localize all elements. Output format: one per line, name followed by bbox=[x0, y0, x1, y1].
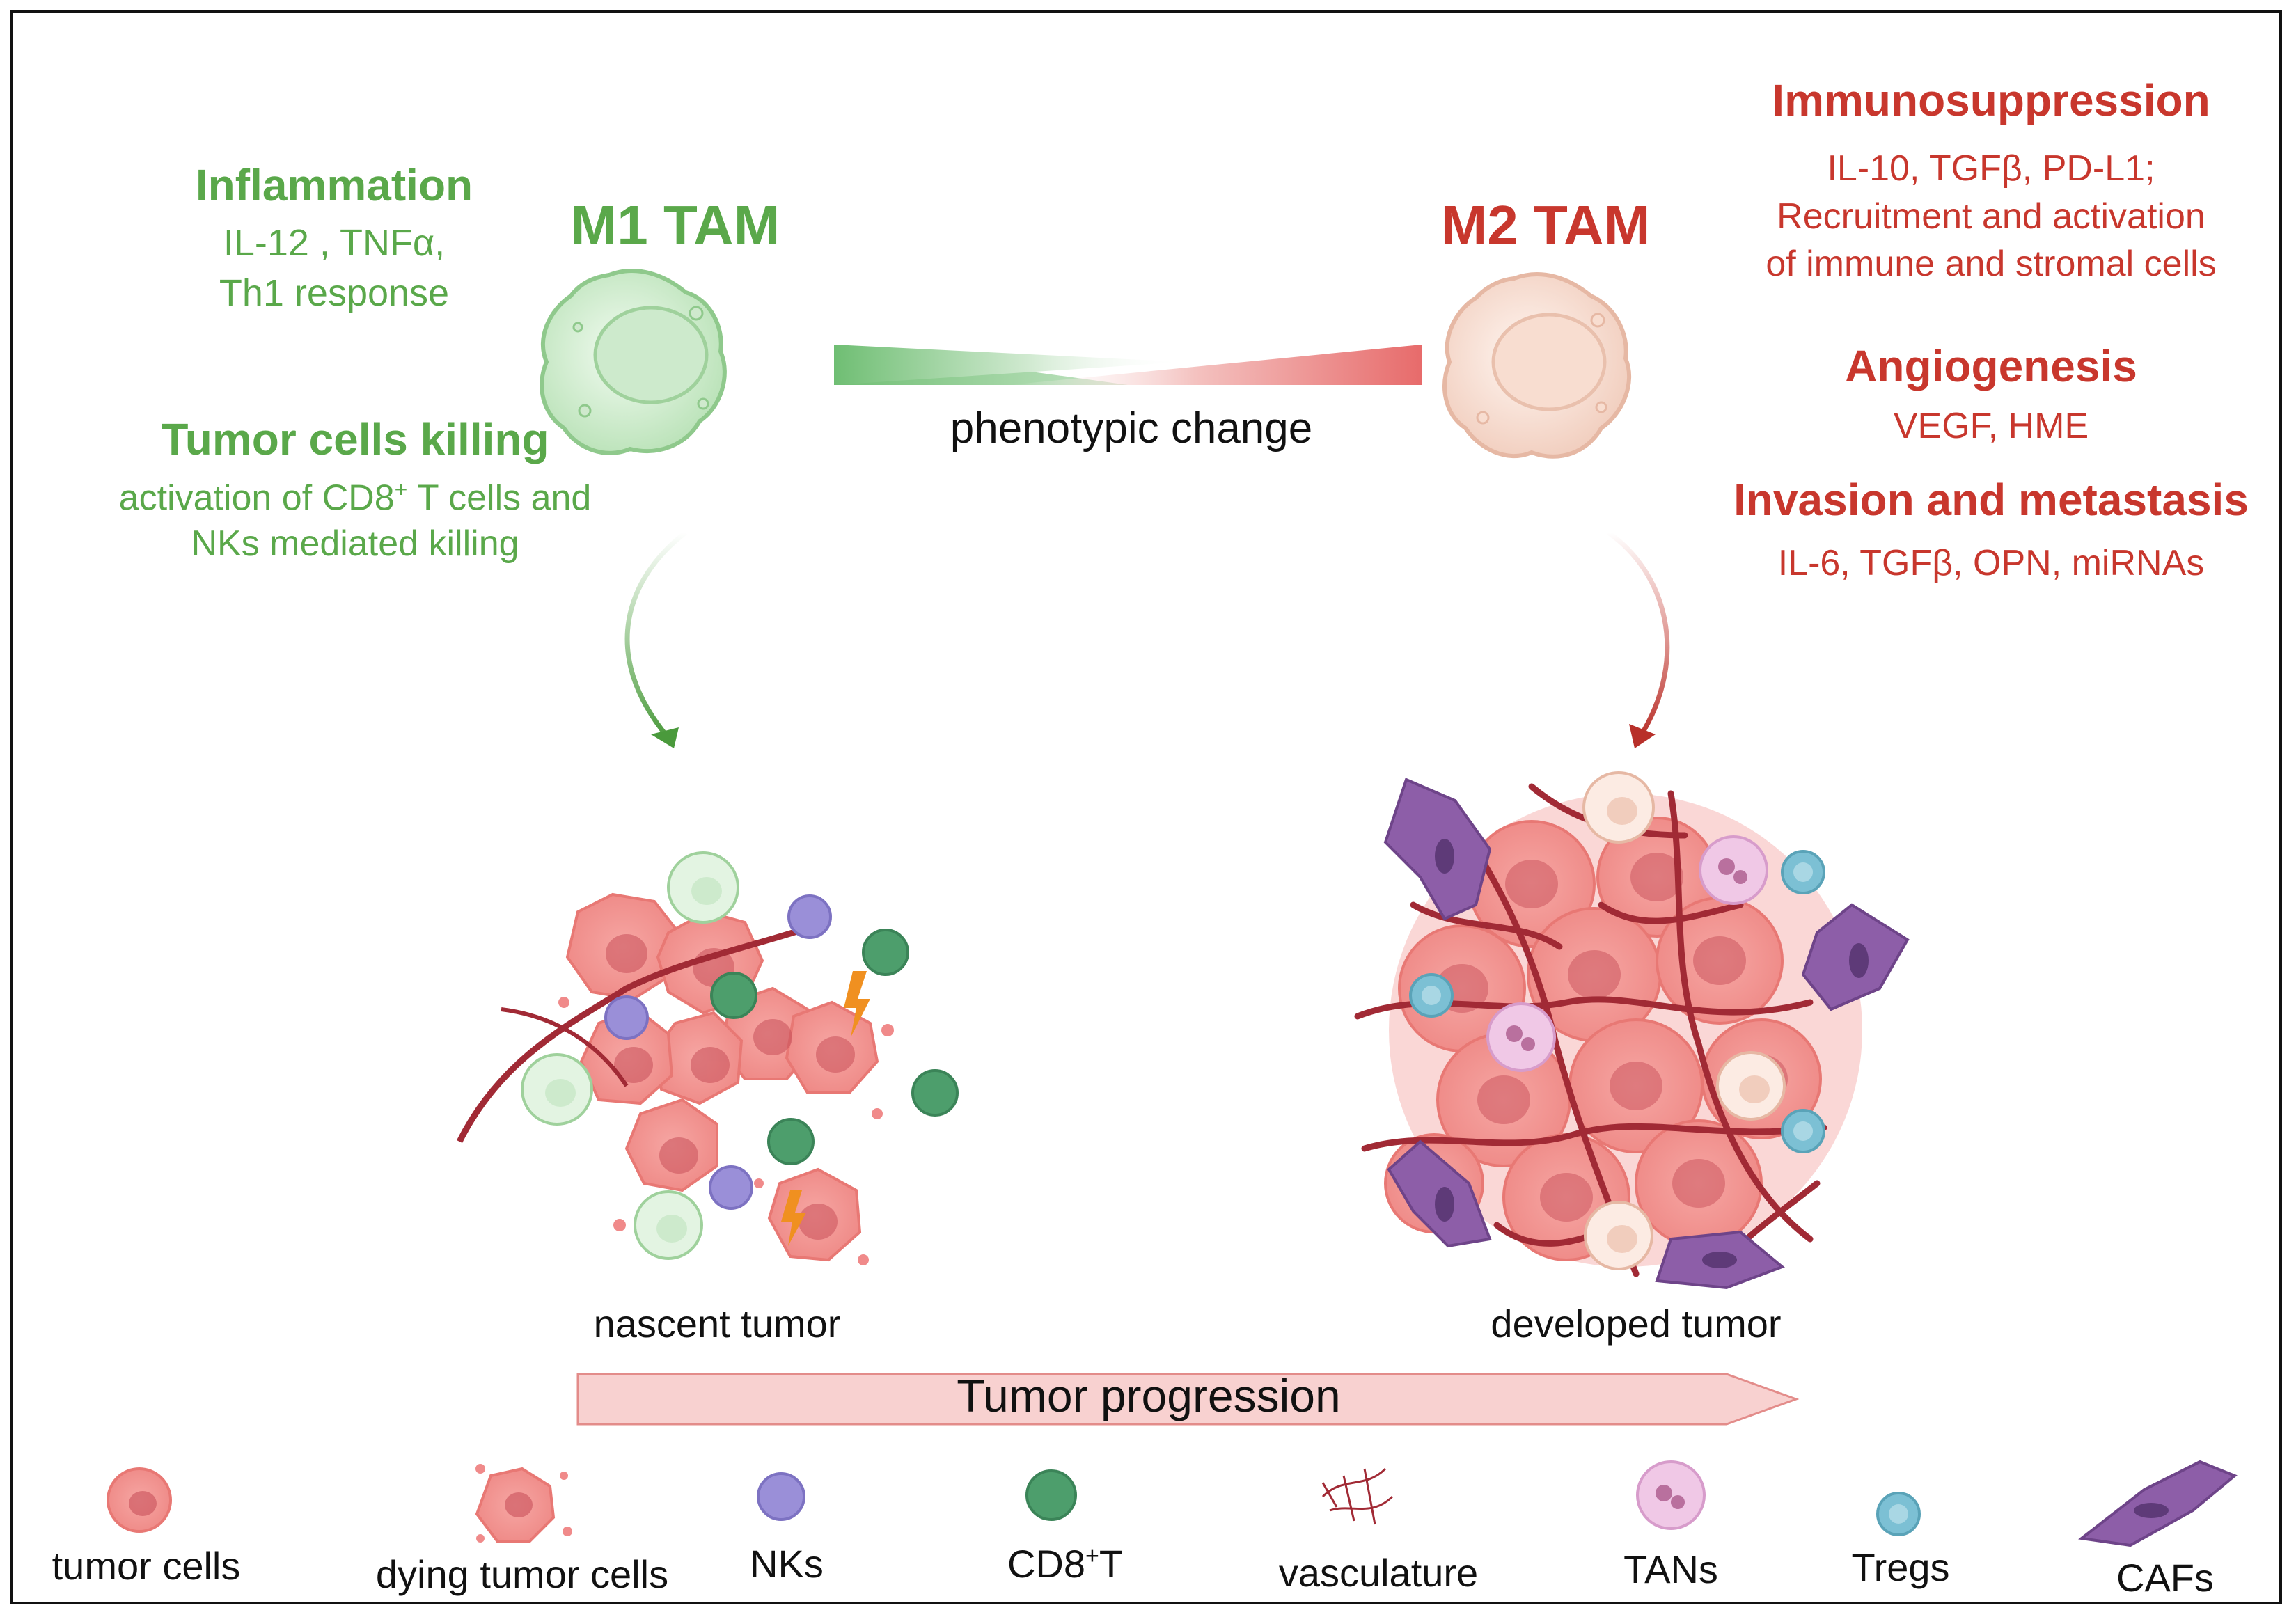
m1-to-nascent-arrow bbox=[624, 530, 688, 748]
invasion-line-1: IL-6, TGFβ, OPN, miRNAs bbox=[1777, 543, 2205, 583]
angiogenesis-line-1: VEGF, HME bbox=[1893, 406, 2089, 446]
immunosuppression-heading: Immunosuppression bbox=[1772, 75, 2210, 125]
legend-cd8t-label: CD8+T bbox=[1007, 1542, 1124, 1586]
tumor-killing-line-1: activation of CD8+ T cells and bbox=[118, 477, 592, 519]
legend-cd8t-icon bbox=[1025, 1469, 1077, 1521]
immunosuppression-line-2: Recruitment and activation bbox=[1777, 196, 2205, 237]
legend-tan-icon bbox=[1636, 1460, 1706, 1530]
nascent-tumor-label: nascent tumor bbox=[593, 1302, 841, 1346]
tumor-killing-line-2: NKs mediated killing bbox=[191, 523, 519, 564]
legend-nk-icon bbox=[757, 1472, 805, 1521]
inflammation-line-1: IL-12 , TNFα, bbox=[223, 222, 446, 264]
legend-tans-label: TANs bbox=[1623, 1547, 1718, 1591]
immunosuppression-line-3: of immune and stromal cells bbox=[1766, 244, 2217, 284]
inflammation-line-2: Th1 response bbox=[219, 272, 450, 314]
phenotypic-gradient-bar bbox=[834, 345, 1422, 385]
immunosuppression-line-1: IL-10, TGFβ, PD-L1; bbox=[1827, 148, 2155, 189]
figure-border bbox=[10, 10, 2282, 1604]
m2-tam-cell-icon bbox=[1442, 272, 1632, 459]
invasion-heading: Invasion and metastasis bbox=[1733, 475, 2249, 525]
m1-tam-cell-icon bbox=[540, 269, 727, 455]
phenotypic-change-label: phenotypic change bbox=[950, 404, 1313, 452]
legend-vasculature-icon bbox=[1321, 1467, 1394, 1525]
developed-tumor-illustration bbox=[1354, 771, 1910, 1290]
angiogenesis-heading: Angiogenesis bbox=[1845, 341, 2137, 391]
legend-vasculature-label: vasculature bbox=[1278, 1551, 1479, 1595]
legend-dying-tumor-cells-label: dying tumor cells bbox=[375, 1552, 669, 1596]
m2-tam-title: M2 TAM bbox=[1440, 194, 1651, 256]
legend-caf-icon bbox=[2078, 1460, 2238, 1547]
legend-dying-tumor-cell-icon bbox=[475, 1464, 572, 1543]
nascent-tumor-illustration bbox=[456, 851, 959, 1265]
legend-treg-icon bbox=[1876, 1492, 1921, 1536]
legend-cafs-label: CAFs bbox=[2116, 1556, 2214, 1600]
legend-tumor-cells-label: tumor cells bbox=[52, 1544, 241, 1588]
legend-nks-label: NKs bbox=[750, 1542, 824, 1586]
tumor-progression-arrow bbox=[576, 1373, 1800, 1426]
developed-tumor-label: developed tumor bbox=[1491, 1302, 1782, 1346]
tumor-progression-label: Tumor progression bbox=[957, 1370, 1341, 1421]
m1-tam-title: M1 TAM bbox=[570, 194, 780, 256]
inflammation-heading: Inflammation bbox=[195, 160, 473, 210]
m2-to-developed-arrow bbox=[1607, 530, 1670, 748]
tumor-killing-heading: Tumor cells killing bbox=[161, 414, 549, 464]
legend-tregs-label: Tregs bbox=[1851, 1545, 1950, 1589]
legend-tumor-cell-icon bbox=[107, 1467, 172, 1533]
